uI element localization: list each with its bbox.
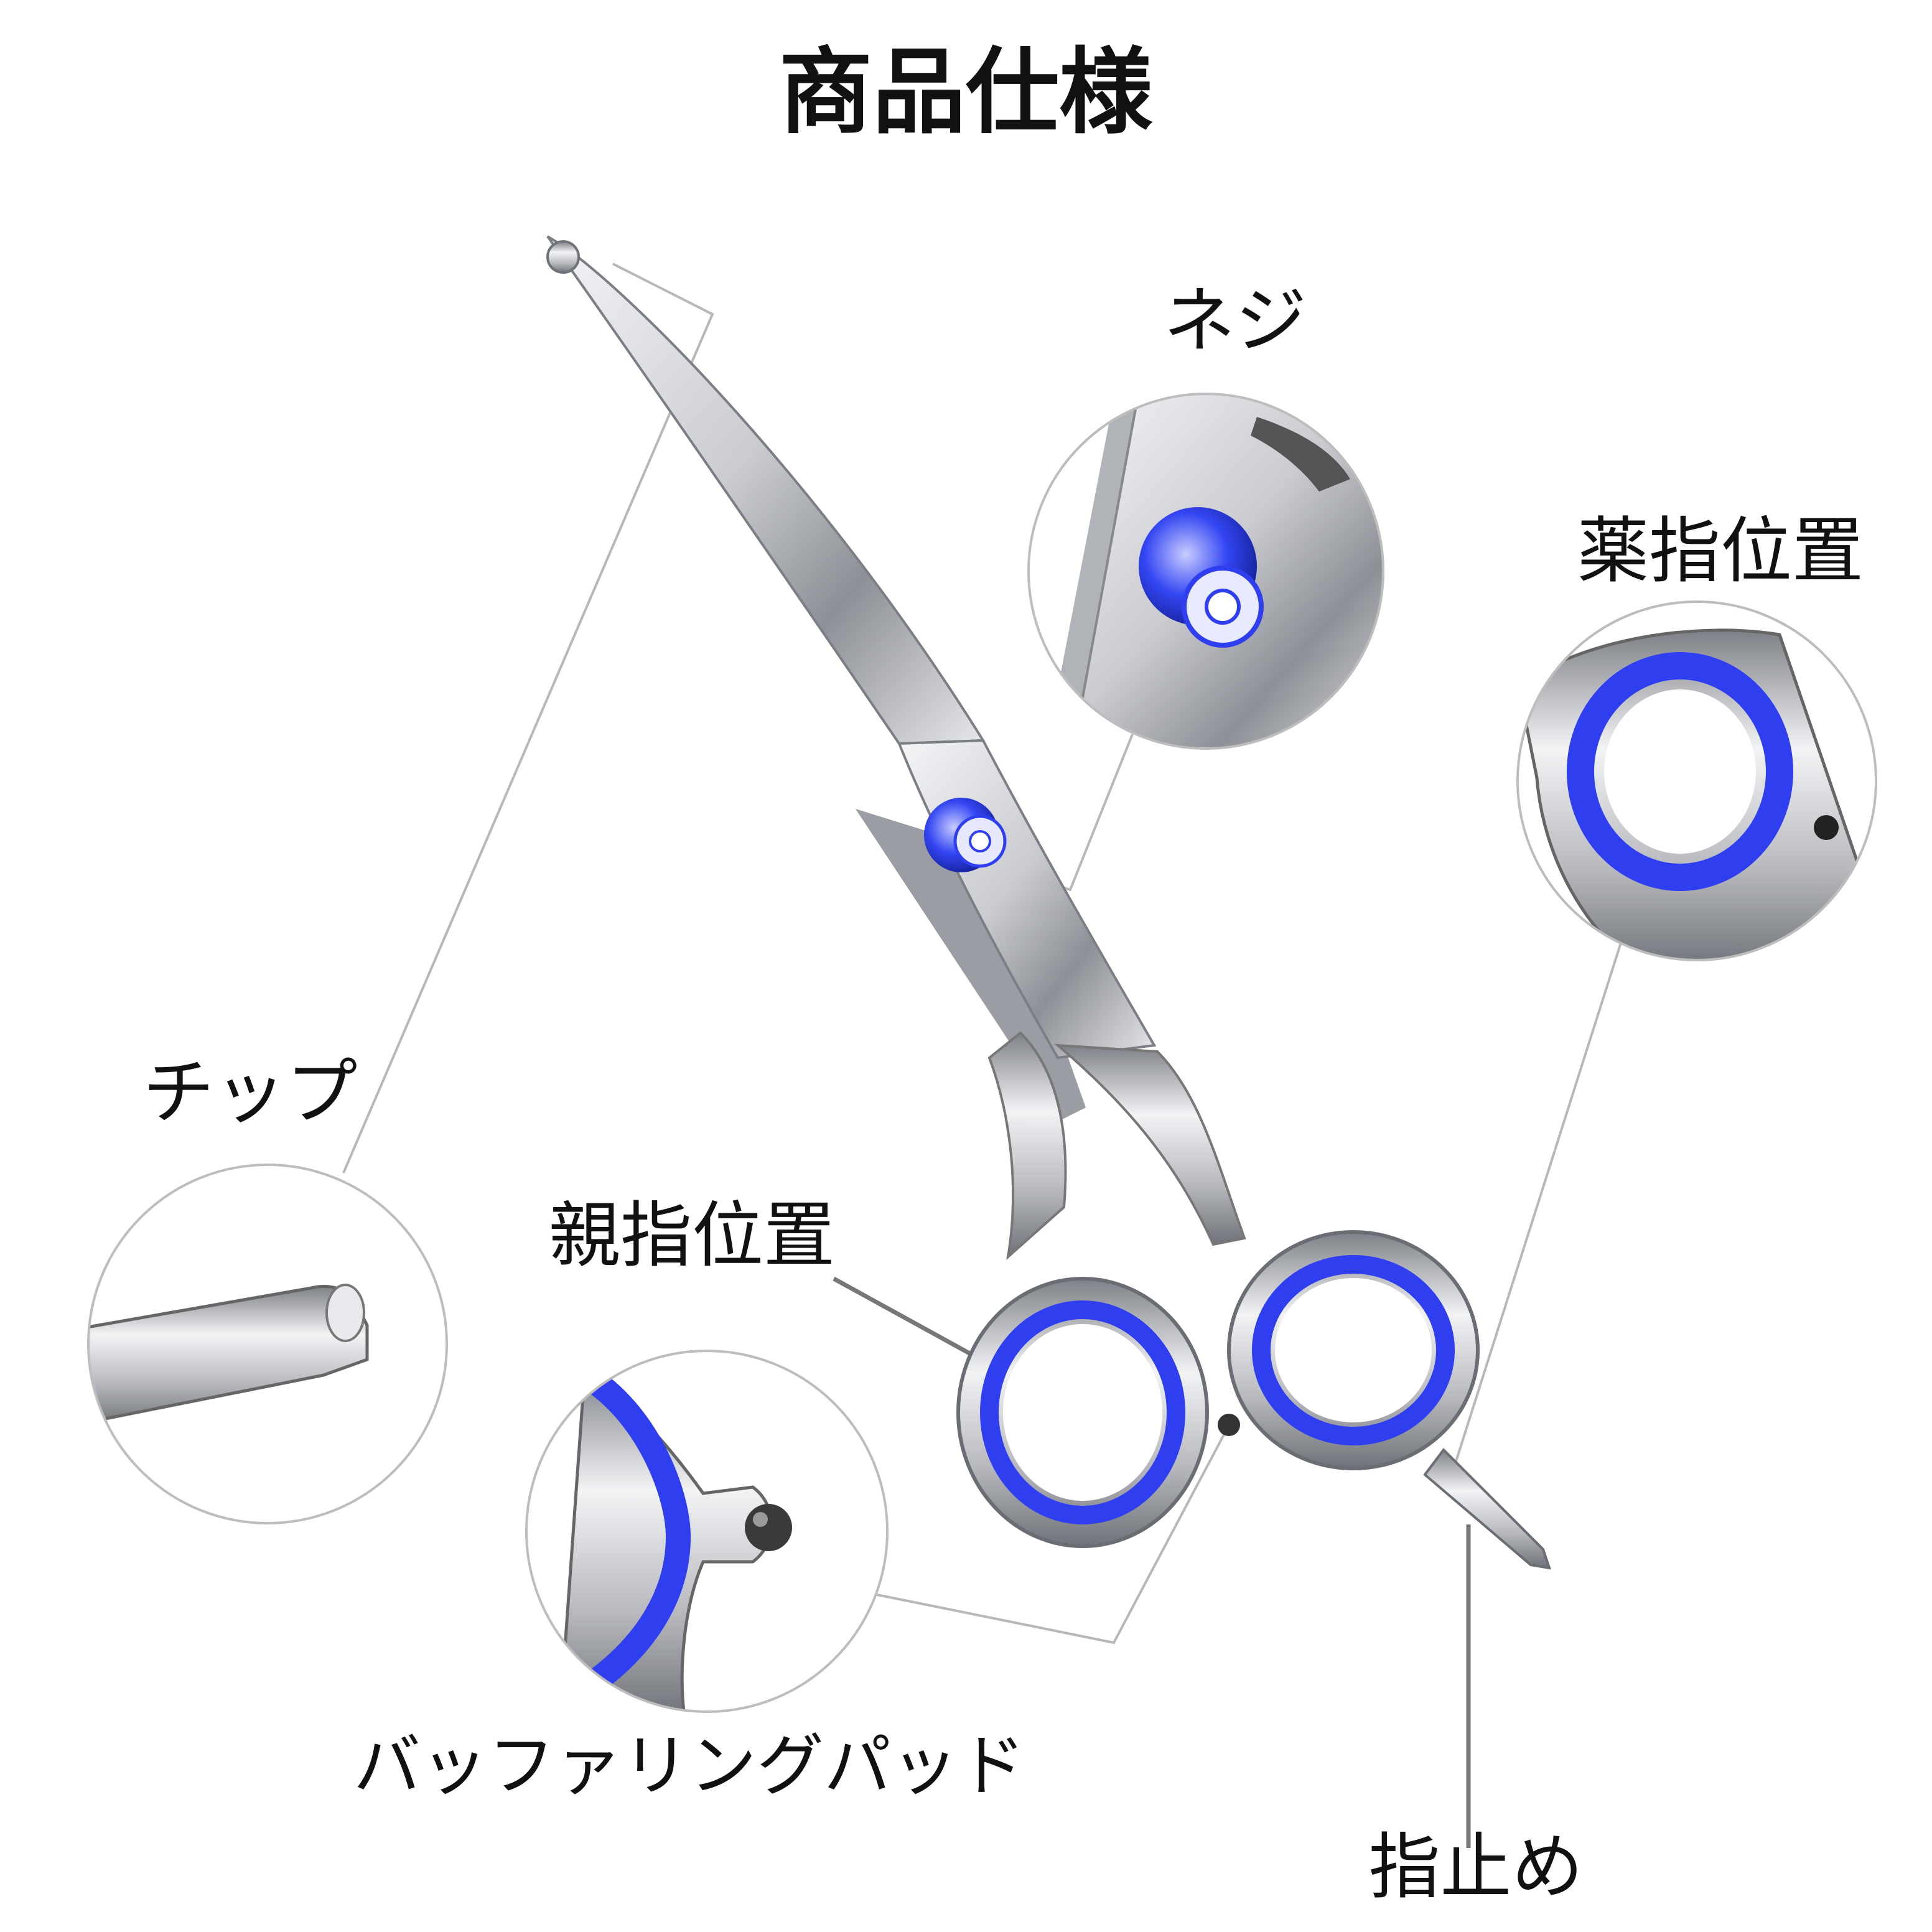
leader-line-pad <box>867 1430 1227 1645</box>
label-buffer-pad: バッファリングパッド <box>353 1727 1025 1805</box>
buffer-pad-icon <box>558 1364 792 1712</box>
tip-icon <box>88 1284 369 1427</box>
finger-ring <box>1227 1230 1480 1470</box>
leader-line-ring <box>1449 942 1622 1482</box>
screw-icon <box>1045 394 1383 749</box>
zoom-circle-buffer-pad <box>525 1350 889 1713</box>
pivot-screw <box>924 798 1007 872</box>
label-thumb: 親指位置 <box>549 1194 835 1277</box>
label-tip: チップ <box>142 1051 357 1134</box>
thumb-ring <box>956 1277 1209 1548</box>
zoom-circle-ring-finger <box>1516 600 1877 961</box>
scissors-illustration <box>546 235 1551 1570</box>
label-finger-rest: 指止め <box>1368 1826 1583 1909</box>
page-title: 商品仕様 <box>779 39 1153 147</box>
label-screw: ネジ <box>1164 279 1307 363</box>
leader-line-screw <box>1051 734 1134 892</box>
zoom-circle-tip <box>87 1164 448 1524</box>
ring-shank <box>1054 1043 1246 1246</box>
label-ring-finger: 薬指位置 <box>1577 510 1864 593</box>
buffer-pad <box>1218 1414 1240 1436</box>
thumb-shank <box>987 1031 1067 1261</box>
tip-ball <box>546 240 580 274</box>
upper-blade <box>546 235 986 745</box>
leader-line-tip <box>342 263 714 1174</box>
zoom-circle-screw <box>1027 393 1384 750</box>
finger-rest-tang <box>1423 1447 1551 1570</box>
ring-icon <box>1518 628 1862 960</box>
